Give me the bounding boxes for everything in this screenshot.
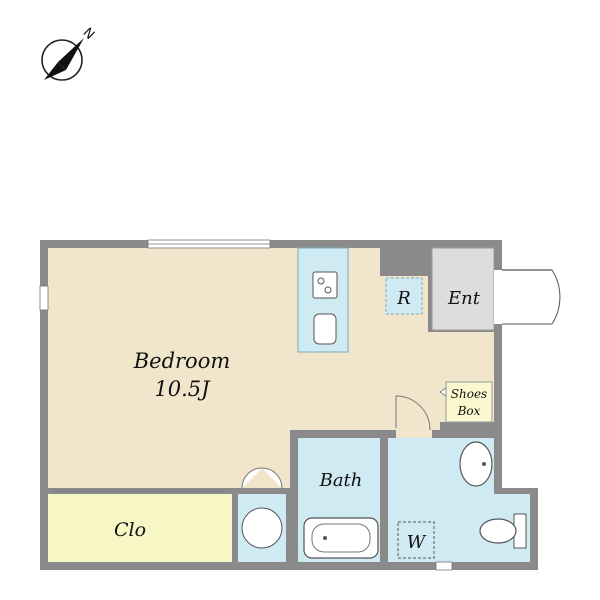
washer-spot bbox=[397, 521, 435, 559]
washroom-door-gap bbox=[396, 428, 432, 438]
shoes-box-marker-icon bbox=[439, 387, 447, 397]
bedroom-label: Bedroom bbox=[133, 349, 231, 373]
closet-label: Clo bbox=[114, 519, 146, 541]
wash-basin-icon bbox=[459, 441, 493, 487]
bathtub-drain-icon bbox=[323, 536, 327, 540]
entrance-label: Ent bbox=[447, 288, 481, 309]
bedroom-floor bbox=[48, 248, 494, 488]
stove-icon bbox=[312, 271, 338, 299]
washing-machine-icon bbox=[241, 507, 283, 549]
entrance-door-gap bbox=[494, 270, 502, 324]
bedroom-size-label: 10.5J bbox=[154, 377, 211, 401]
compass-needle-tail-icon bbox=[44, 62, 66, 80]
washer-label: W bbox=[407, 532, 427, 553]
refrigerator-spot bbox=[385, 277, 423, 315]
closet-floor bbox=[48, 494, 232, 562]
entrance-door-swing bbox=[551, 269, 561, 325]
compass-needle-icon bbox=[58, 38, 84, 70]
stove-burner-icon bbox=[324, 286, 332, 294]
shoes-box-label-line2: Box bbox=[457, 404, 481, 418]
bathtub-inner-icon bbox=[311, 523, 371, 553]
bath-label: Bath bbox=[319, 470, 363, 491]
stove-burner-icon bbox=[317, 277, 325, 285]
laundry-door-swing bbox=[241, 467, 283, 489]
washroom-door-swing bbox=[395, 395, 431, 431]
shoes-box-label-line1: Shoes bbox=[451, 387, 487, 401]
shoes-box bbox=[445, 381, 493, 423]
compass: N bbox=[41, 25, 97, 81]
toilet-bowl-icon bbox=[479, 518, 517, 544]
wash-basin-drain-icon bbox=[482, 462, 486, 466]
kitchen-sink-icon bbox=[313, 313, 337, 345]
window-bottom bbox=[435, 561, 453, 571]
refrigerator-label: R bbox=[396, 288, 411, 309]
window-left bbox=[39, 285, 49, 311]
